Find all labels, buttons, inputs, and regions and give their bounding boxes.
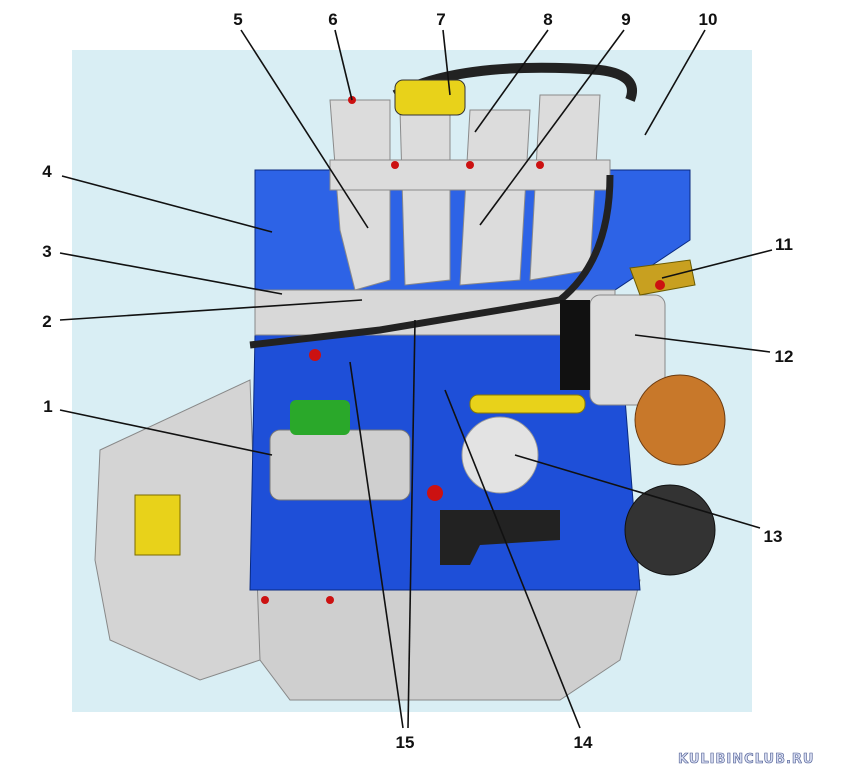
- leader-line-6: [334, 29, 353, 101]
- callout-13: 13: [764, 527, 783, 546]
- leader-line-15a: [349, 361, 404, 729]
- callout-8: 8: [543, 10, 552, 29]
- leader-line-2: [59, 299, 363, 321]
- callout-14: 14: [574, 733, 593, 752]
- callout-3: 3: [42, 242, 51, 261]
- leader-lines: [59, 29, 773, 729]
- engine-illustration: [94, 62, 726, 701]
- leader-line-11: [661, 249, 773, 279]
- leader-line-14: [444, 389, 581, 729]
- leader-line-10: [644, 29, 706, 136]
- callout-labels: 1 2 3 4 5 6 7 8 9 10 11 12 13 14 15: [42, 10, 793, 752]
- callout-7: 7: [436, 10, 445, 29]
- leader-line-15b: [407, 319, 416, 729]
- leader-line-5: [240, 29, 369, 229]
- callout-2: 2: [42, 312, 51, 331]
- callout-5: 5: [233, 10, 242, 29]
- callout-9: 9: [621, 10, 630, 29]
- callout-10: 10: [699, 10, 718, 29]
- leader-line-3: [59, 252, 283, 295]
- callout-12: 12: [775, 347, 794, 366]
- leader-line-4: [61, 175, 273, 233]
- callout-15: 15: [396, 733, 415, 752]
- callout-4: 4: [42, 162, 52, 181]
- callout-1: 1: [43, 397, 52, 416]
- leader-line-12: [634, 334, 771, 353]
- leader-line-1: [59, 409, 273, 456]
- leader-line-13: [514, 454, 761, 529]
- leader-line-7: [442, 29, 451, 96]
- callout-6: 6: [328, 10, 337, 29]
- watermark: KULIBINCLUB.RU: [678, 752, 814, 767]
- leader-line-9: [479, 29, 625, 226]
- leader-line-8: [474, 29, 549, 133]
- callout-11: 11: [775, 235, 793, 254]
